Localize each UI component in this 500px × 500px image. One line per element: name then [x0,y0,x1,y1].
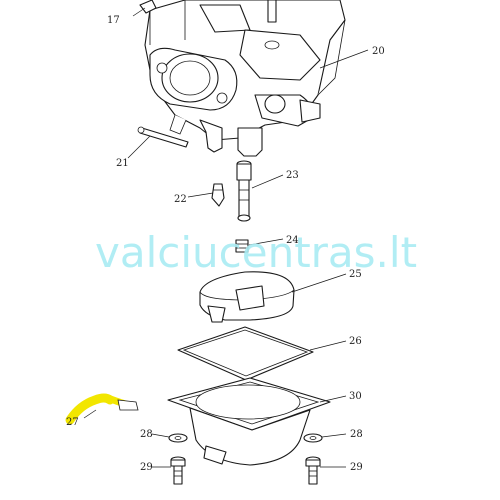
part-29-screw-left [170,456,186,485]
callout-27: 27 [66,417,79,428]
part-27-hose [65,393,139,425]
leader-lines [83,7,369,468]
part-22-needle-valve [211,183,225,207]
callout-29-left: 29 [140,462,153,473]
watermark-text: valciucentras.lt [95,228,417,277]
callout-28-right: 28 [350,429,363,440]
carburetor-body [144,0,346,157]
callout-26: 26 [349,336,362,347]
part-23-nozzle [236,160,252,222]
part-21-pin [137,126,189,148]
callout-24: 24 [286,235,299,246]
part-28-washer-left [168,433,188,443]
callout-17: 17 [107,15,120,26]
part-28-washer-right [303,433,323,443]
callout-22: 22 [174,194,187,205]
part-24-main-jet [235,239,249,253]
callout-30: 30 [349,391,362,402]
callout-23: 23 [286,170,299,181]
callout-28-left: 28 [140,429,153,440]
part-29-screw-right [305,456,321,485]
callout-20: 20 [372,46,385,57]
callout-25: 25 [349,269,362,280]
part-17-screw [139,0,157,14]
part-26-gasket [177,326,314,381]
callout-29-right: 29 [350,462,363,473]
callout-21: 21 [116,158,129,169]
part-30-float-bowl [167,377,331,466]
part-25-float [199,271,295,323]
